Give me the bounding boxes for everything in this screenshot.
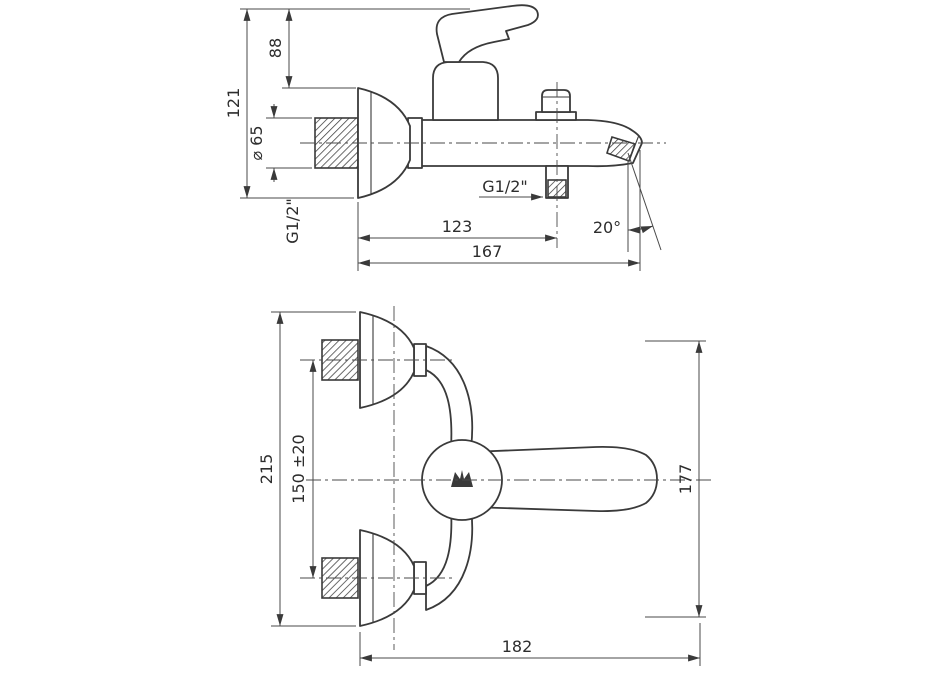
dim-label-overall-height: 121 (224, 88, 243, 119)
front-view (300, 306, 712, 650)
side-view (300, 4, 666, 248)
faucet-body-and-spout (407, 119, 643, 168)
front-view-dimensions: 215 150 ±20 177 182 (257, 311, 706, 666)
lever-spout-silhouette (469, 446, 658, 512)
dim-label-body-height: 177 (676, 464, 695, 495)
cartridge-housing (432, 61, 499, 121)
lower-body-arm (425, 507, 474, 611)
dim-label-wall-to-outlet: 123 (442, 217, 473, 236)
dim-label-overall-length: 182 (502, 637, 533, 656)
dim-label-inlet-spacing: 150 ±20 (289, 434, 308, 503)
angle-slant-line (627, 152, 662, 251)
side-view-dimensions: 121 88 ⌀ 65 G1/2" G1/2" 123 167 20° (224, 8, 662, 271)
lever-handle (435, 4, 539, 63)
brand-crown-icon (451, 470, 473, 487)
dim-label-flange-diameter: ⌀ 65 (247, 125, 266, 160)
dim-label-inlet-thread: G1/2" (283, 198, 302, 244)
dim-label-overall-height: 215 (257, 454, 276, 485)
spout-opening-line (628, 134, 640, 162)
dim-label-handle-height: 88 (266, 38, 285, 58)
upper-body-arm (425, 345, 474, 449)
diverter-base (535, 111, 577, 121)
dim-label-spout-angle: 20° (593, 218, 621, 237)
dim-label-outlet-thread: G1/2" (482, 177, 528, 196)
diverter-knob (541, 89, 571, 113)
dim-label-overall-length: 167 (472, 242, 503, 261)
angle-arc (627, 225, 654, 234)
